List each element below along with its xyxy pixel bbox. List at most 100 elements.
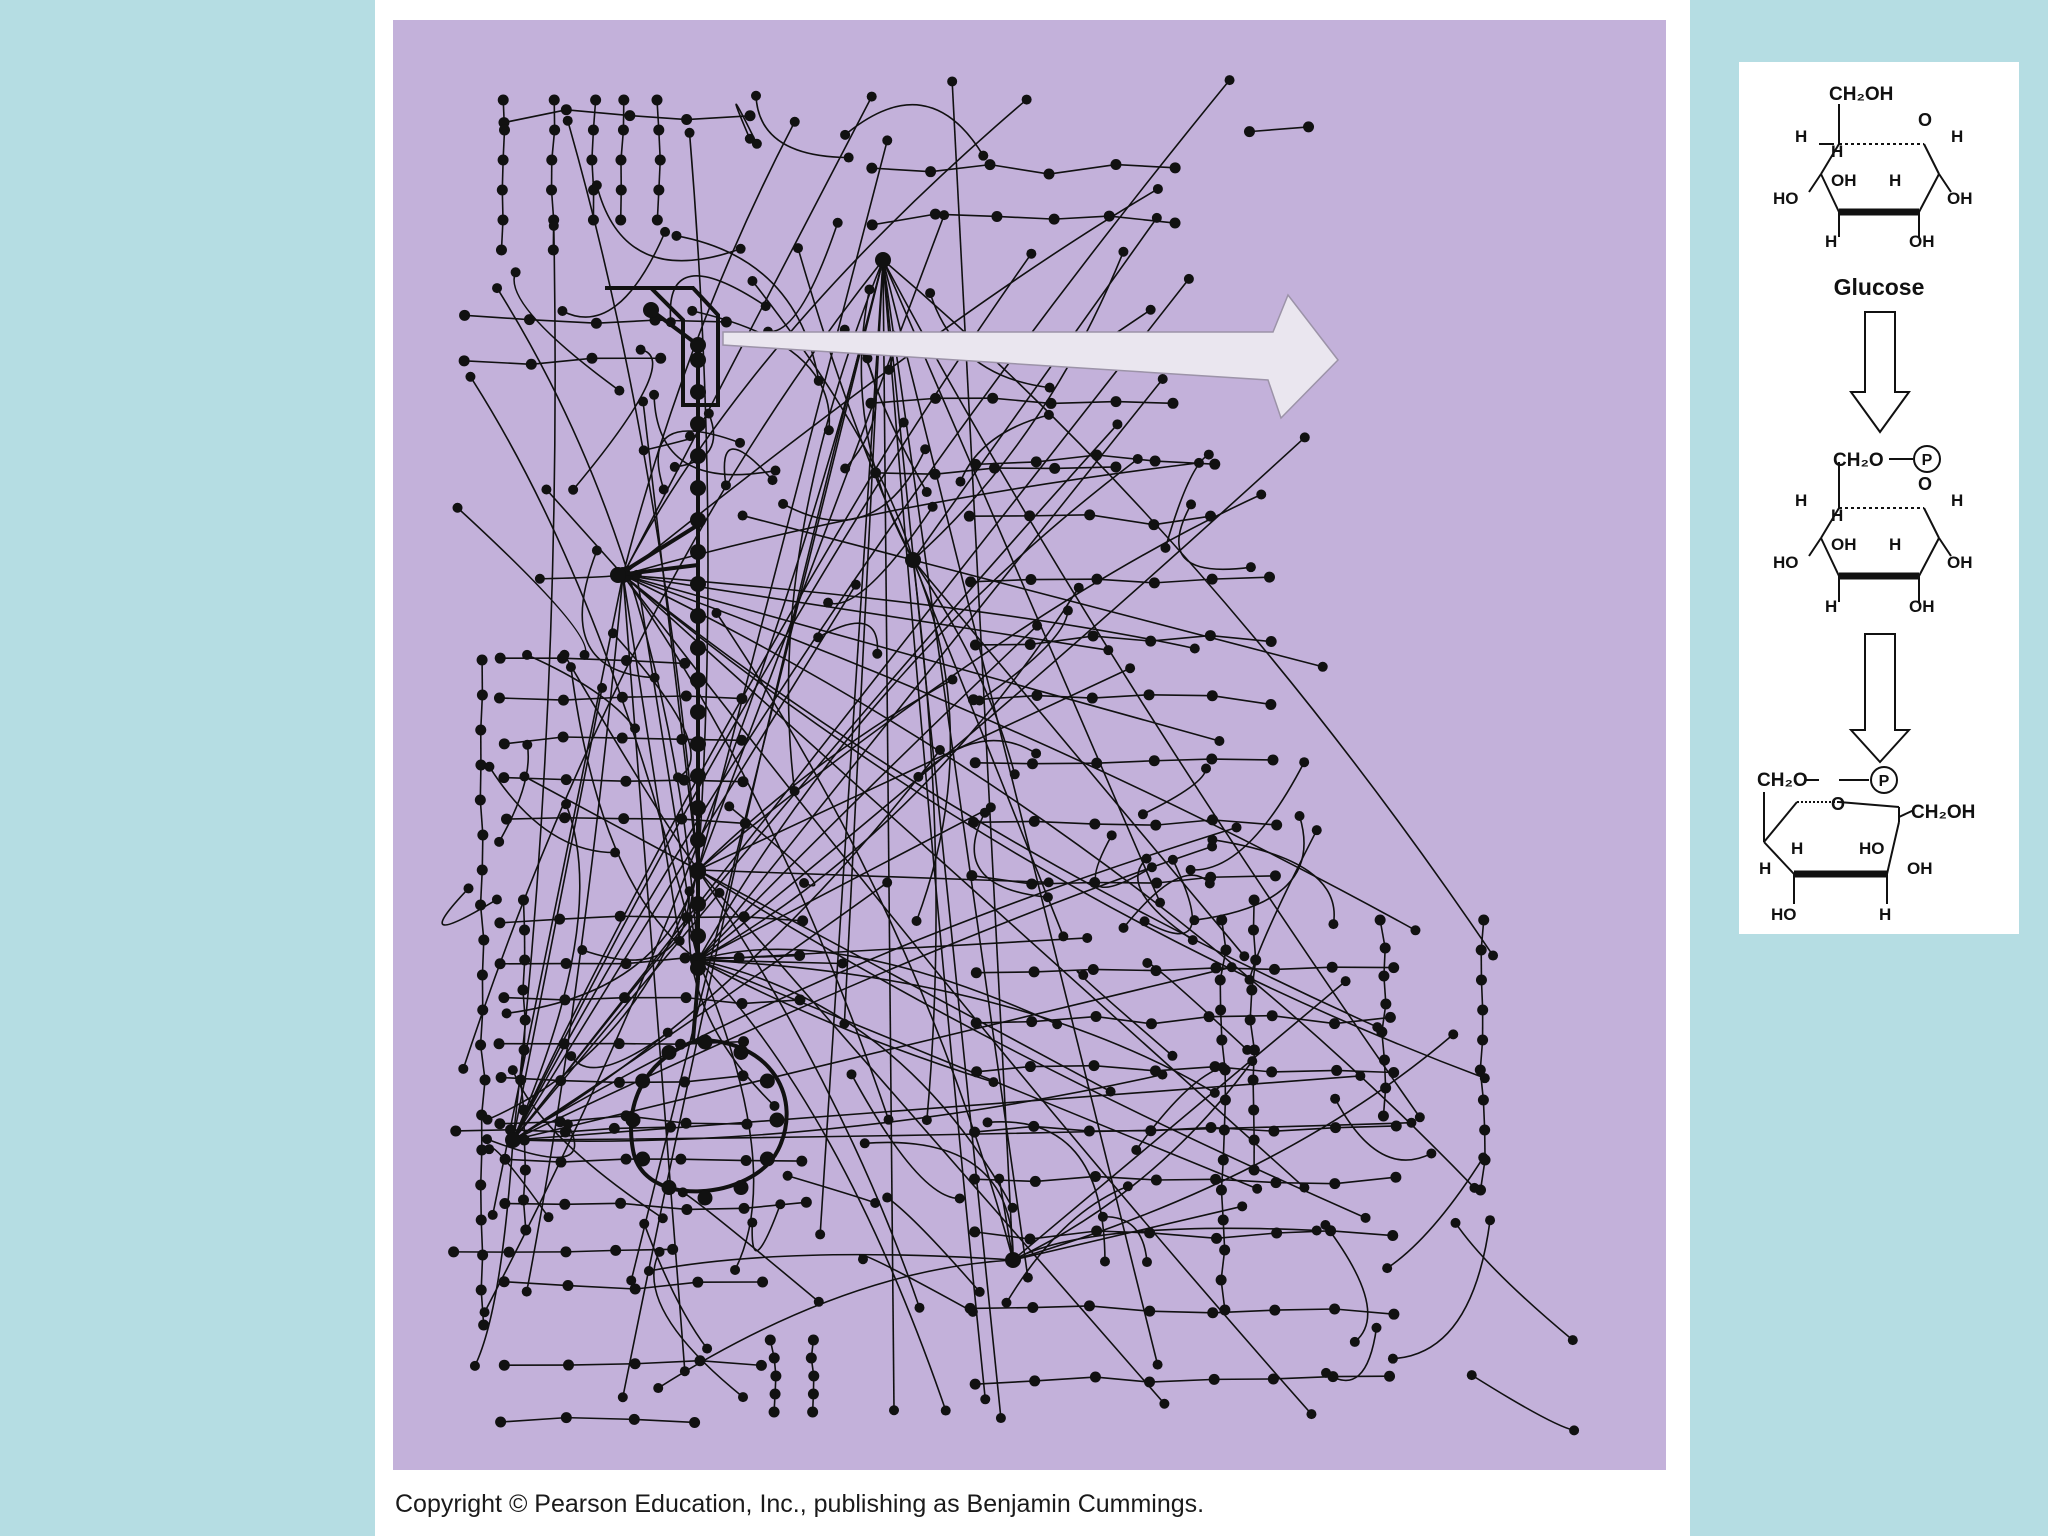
metabolite-dot	[568, 484, 579, 495]
pathway-line	[743, 1201, 807, 1210]
metabolite-dot	[615, 184, 627, 196]
pathway-line	[1271, 1069, 1337, 1073]
metabolite-dot	[1208, 1373, 1220, 1385]
metabolite-dot	[493, 692, 505, 704]
metabolite-dot	[1216, 914, 1228, 926]
metabolite-dot	[694, 1355, 706, 1367]
metabolite-dot	[579, 649, 590, 660]
metabolite-dot	[1031, 748, 1042, 759]
pathway-line	[872, 213, 936, 226]
pathway-line	[976, 971, 1035, 974]
pathway-line	[581, 550, 655, 679]
glucose-structure-inset: CH₂OH O H H H H H HO OH OH OH Glucose	[1739, 62, 2019, 934]
pathway-line	[512, 278, 1190, 1141]
metabolite-dot	[1384, 1370, 1396, 1382]
metabolite-dot	[805, 1352, 817, 1364]
metabolite-dot	[1131, 1144, 1142, 1155]
pathway-line	[479, 904, 485, 941]
pathway-line	[1095, 1376, 1150, 1383]
metabolite-dot	[1247, 1056, 1258, 1067]
metabolite-dot	[690, 337, 706, 353]
pathway-line	[512, 826, 1237, 1141]
metabolite-dot	[1203, 1011, 1215, 1023]
metabolite-dot	[1151, 212, 1162, 223]
pathway-line	[512, 966, 1232, 1141]
metabolite-dot	[1303, 121, 1315, 133]
metabolite-dot	[687, 305, 698, 316]
metabolite-dot	[759, 1073, 775, 1089]
metabolite-dot	[1112, 419, 1123, 430]
pathway-line	[959, 414, 1050, 482]
metabolite-dot	[1207, 814, 1219, 826]
metabolite-dot	[966, 870, 978, 882]
metabolite-dot	[1083, 1300, 1095, 1312]
metabolite-dot	[846, 1069, 857, 1080]
pathway-line	[1096, 759, 1155, 764]
metabolite-dot	[653, 1383, 664, 1394]
metabolite-dot	[475, 759, 487, 771]
pathway-line	[827, 506, 934, 605]
pathway-line	[680, 1158, 747, 1162]
pathway-line	[912, 559, 1016, 775]
pathway-line	[728, 805, 816, 887]
metabolite-dot	[665, 1121, 677, 1133]
metabolite-dot	[1084, 509, 1096, 521]
metabolite-dot	[1043, 409, 1054, 420]
metabolite-dot	[1043, 168, 1055, 180]
metabolite-dot	[920, 444, 931, 455]
metabolite-dot	[487, 1209, 498, 1220]
g6p-oh-label: OH	[1909, 597, 1935, 616]
metabolite-dot	[626, 1275, 637, 1286]
metabolite-dot	[1167, 1050, 1178, 1061]
metabolite-dot	[560, 1246, 572, 1258]
metabolite-dot	[1062, 605, 1073, 616]
metabolite-dot	[927, 501, 938, 512]
citric-acid-cycle-ring	[629, 1037, 789, 1194]
pathway-line	[566, 1416, 635, 1421]
metabolite-dot	[1078, 970, 1089, 981]
pathway-line	[564, 816, 624, 820]
metabolite-dot	[498, 992, 510, 1004]
metabolite-dot	[549, 124, 561, 136]
pathway-line	[1273, 1375, 1333, 1380]
metabolite-dot	[624, 110, 636, 122]
pathway-line	[653, 394, 776, 476]
metabolite-dot	[484, 1144, 495, 1155]
metabolite-dot	[1205, 510, 1217, 522]
metabolite-dot	[864, 284, 875, 295]
metabolite-dot	[987, 392, 999, 404]
metabolite-dot	[1340, 976, 1351, 987]
pathway-line	[566, 778, 626, 783]
metabolite-dot	[883, 364, 894, 375]
metabolite-dot	[655, 352, 667, 364]
metabolite-dot	[625, 1112, 641, 1128]
metabolite-dot	[629, 1358, 641, 1370]
metabolite-dot	[1149, 455, 1161, 467]
metabolite-dot	[615, 214, 627, 226]
metabolite-dot	[840, 129, 851, 140]
metabolite-dot	[865, 397, 877, 409]
pathway-line	[1096, 454, 1156, 462]
pathway-line	[817, 622, 879, 654]
metabolite-dot	[813, 375, 824, 386]
metabolite-dot	[520, 1224, 532, 1236]
metabolite-dot	[1479, 1124, 1491, 1136]
metabolite-dot	[475, 1214, 487, 1226]
metabolite-dot	[559, 649, 570, 660]
metabolite-dot	[832, 217, 843, 228]
pathway-line	[462, 259, 884, 1070]
metabolite-dot	[477, 1004, 489, 1016]
pathway-line	[912, 559, 1065, 937]
metabolite-dot	[546, 154, 558, 166]
metabolite-dot	[1330, 1122, 1342, 1134]
pathway-line	[1272, 1014, 1335, 1025]
metabolite-dot	[1371, 1322, 1382, 1333]
metabolite-dot	[1103, 645, 1114, 656]
pathway-line	[512, 687, 603, 1141]
metabolite-dot	[1252, 1183, 1263, 1194]
metabolite-dot	[914, 1302, 925, 1313]
metabolite-dot	[1045, 397, 1057, 409]
metabolite-dot	[1167, 397, 1179, 409]
metabolite-dot	[1189, 643, 1200, 654]
metabolite-dot	[1246, 984, 1258, 996]
